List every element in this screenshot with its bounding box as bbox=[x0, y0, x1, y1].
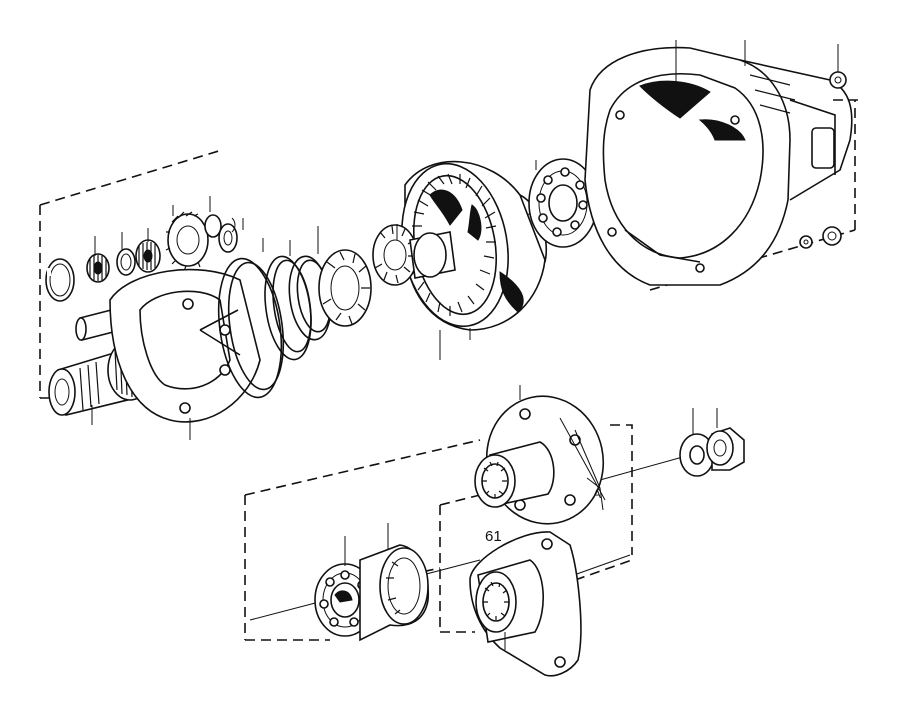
leader-lines-upper bbox=[91, 40, 839, 440]
bearing-outer-race bbox=[359, 523, 430, 642]
flange-nut bbox=[706, 408, 745, 471]
angle-marker-label: A bbox=[593, 487, 601, 501]
spring-ring-2 bbox=[264, 255, 312, 361]
ball-bearing-right bbox=[528, 158, 598, 248]
housing-washer-bottom-1 bbox=[799, 235, 813, 249]
spring-ring-1 bbox=[217, 257, 285, 399]
ring-gear-drum bbox=[401, 160, 548, 331]
snap-ring bbox=[45, 258, 75, 302]
spacer-ring bbox=[116, 248, 136, 276]
output-flange bbox=[474, 385, 606, 525]
housing-washer-top bbox=[829, 71, 847, 89]
needle-bearing bbox=[86, 253, 110, 283]
sun-gear bbox=[372, 224, 456, 286]
carrier-plate bbox=[109, 268, 261, 423]
part-number-label: 61 bbox=[485, 528, 502, 545]
planet-gear bbox=[165, 211, 222, 272]
gearbox-housing bbox=[584, 46, 853, 286]
small-gear bbox=[135, 239, 161, 273]
diamond-flange bbox=[469, 531, 582, 677]
tapered-roller-bearing bbox=[318, 249, 372, 327]
housing-nut-bottom bbox=[822, 226, 842, 246]
